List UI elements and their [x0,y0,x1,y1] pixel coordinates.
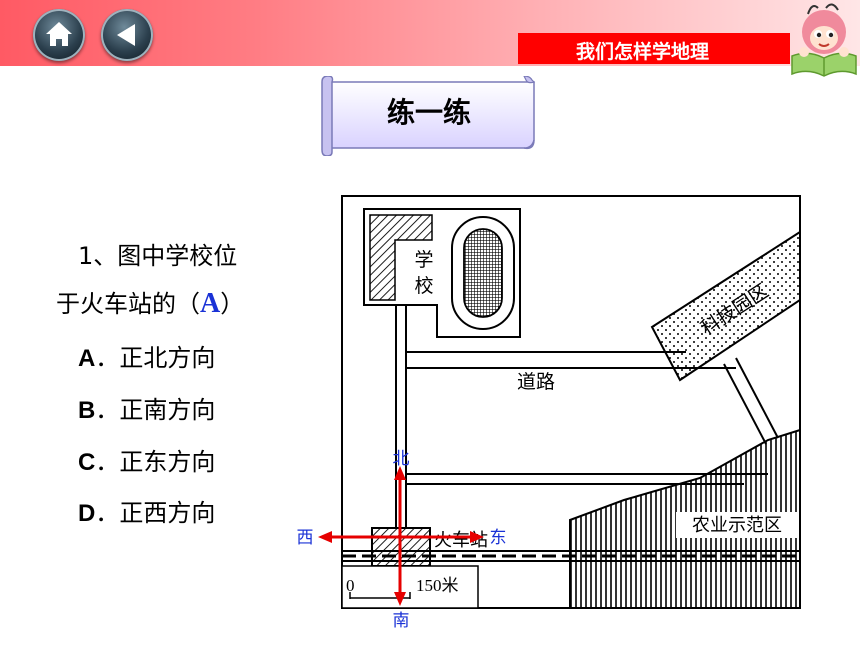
option-c-letter: C [78,449,96,476]
compass-east-arrow-icon [470,531,484,543]
scale-value: 150米 [416,576,459,595]
question-line-2: 于火车站的（A） [56,284,244,320]
option-c-text: ．正东方向 [95,448,216,476]
compass-west-label: 西 [297,528,314,548]
title-banner: 我们怎样学地理 [518,33,790,64]
option-d-text: ．正西方向 [95,499,216,527]
scale-zero: 0 [346,576,355,595]
answer-letter: A [200,288,221,319]
scroll-title: 练一练 [386,96,471,129]
option-b-letter: B [78,397,96,424]
scale-bar: 0 150米 [341,565,479,609]
school-building [369,214,433,301]
school-label-1: 学 [414,249,433,271]
question-line-2-pre: 于火车站的（ [56,290,200,318]
compass-north-arrow-icon [394,466,406,480]
question-line-1: 1、图中学校位 [78,242,238,270]
option-b-text: ．正南方向 [95,396,216,424]
compass-south-label: 南 [393,611,410,631]
option-b[interactable]: B．正南方向 [78,390,215,425]
school-label-2: 校 [414,275,433,297]
option-c[interactable]: C．正东方向 [78,442,215,477]
home-icon [46,22,72,46]
option-a-text: ．正北方向 [95,344,216,372]
mascot-reading-icon [791,3,857,77]
option-d-letter: D [78,500,96,527]
compass-south-arrow-icon [394,592,406,606]
agri-zone-label: 农业示范区 [692,515,782,536]
back-arrow-icon [117,24,135,46]
compass-west-arrow-icon [318,531,332,543]
title-scroll [321,76,536,156]
home-button[interactable] [33,9,85,61]
banner-text: 我们怎样学地理 [576,41,710,63]
road-label: 道路 [517,371,555,393]
station-label: 火车站 [434,530,488,551]
option-d[interactable]: D．正西方向 [78,493,215,528]
compass-east-label: 东 [490,528,507,548]
question-line-2-post: ） [220,290,245,318]
compass: 北 南 西 东 [297,449,507,631]
option-a-letter: A [78,345,96,372]
tech-park [650,230,801,382]
option-a[interactable]: A．正北方向 [78,338,215,373]
back-button[interactable] [101,9,153,61]
map-diagram: 学 校 道路 科技园区 农业示范区 火车站 0 150米 [297,195,801,631]
compass-north-label: 北 [393,449,410,469]
